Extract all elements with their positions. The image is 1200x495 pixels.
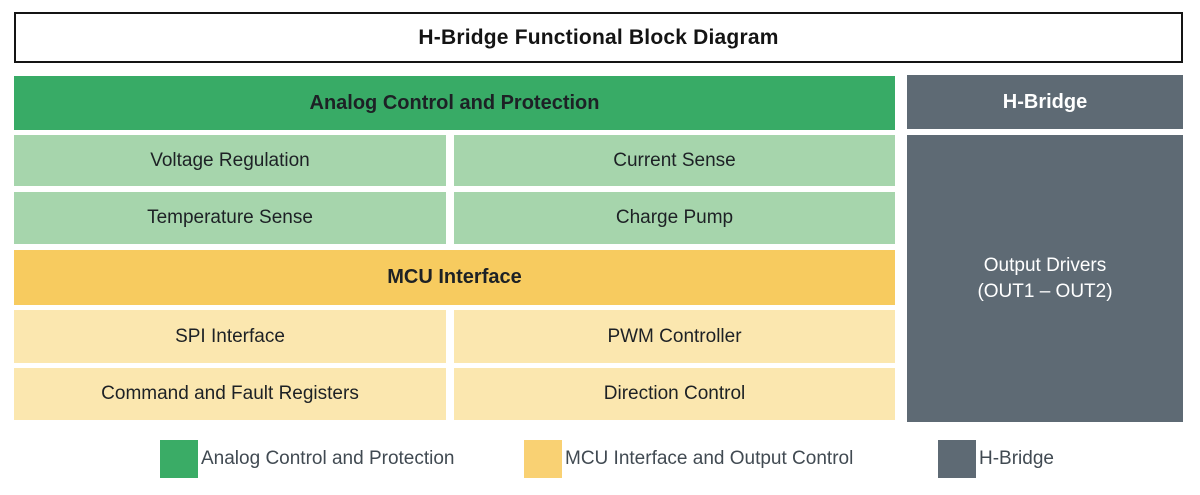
diagram-title-box: H-Bridge Functional Block Diagram (14, 12, 1183, 63)
legend-swatch-gray (938, 440, 976, 478)
output-drivers-line2: (OUT1 – OUT2) (977, 280, 1113, 302)
block-voltage-regulation: Voltage Regulation (14, 135, 446, 186)
legend-item-analog: Analog Control and Protection (160, 440, 455, 478)
legend-item-hbridge: H-Bridge (938, 440, 1054, 478)
analog-section-header: Analog Control and Protection (14, 76, 895, 130)
block-command-fault-registers: Command and Fault Registers (14, 368, 446, 420)
legend-label-analog: Analog Control and Protection (201, 448, 455, 469)
output-drivers-line1: Output Drivers (983, 254, 1107, 276)
block-current-sense: Current Sense (454, 135, 895, 186)
hbridge-section-header: H-Bridge (907, 75, 1183, 129)
block-output-drivers: Output Drivers (OUT1 – OUT2) (907, 135, 1183, 422)
block-temperature-sense: Temperature Sense (14, 192, 446, 244)
diagram-title: H-Bridge Functional Block Diagram (418, 25, 779, 49)
legend-swatch-green (160, 440, 198, 478)
block-spi-interface: SPI Interface (14, 310, 446, 363)
legend-swatch-yellow (524, 440, 562, 478)
block-direction-control: Direction Control (454, 368, 895, 420)
legend-label-hbridge: H-Bridge (979, 448, 1054, 469)
block-pwm-controller: PWM Controller (454, 310, 895, 363)
block-charge-pump: Charge Pump (454, 192, 895, 244)
legend-item-mcu: MCU Interface and Output Control (524, 440, 853, 478)
legend-label-mcu: MCU Interface and Output Control (565, 448, 854, 469)
mcu-section-header: MCU Interface (14, 250, 895, 305)
